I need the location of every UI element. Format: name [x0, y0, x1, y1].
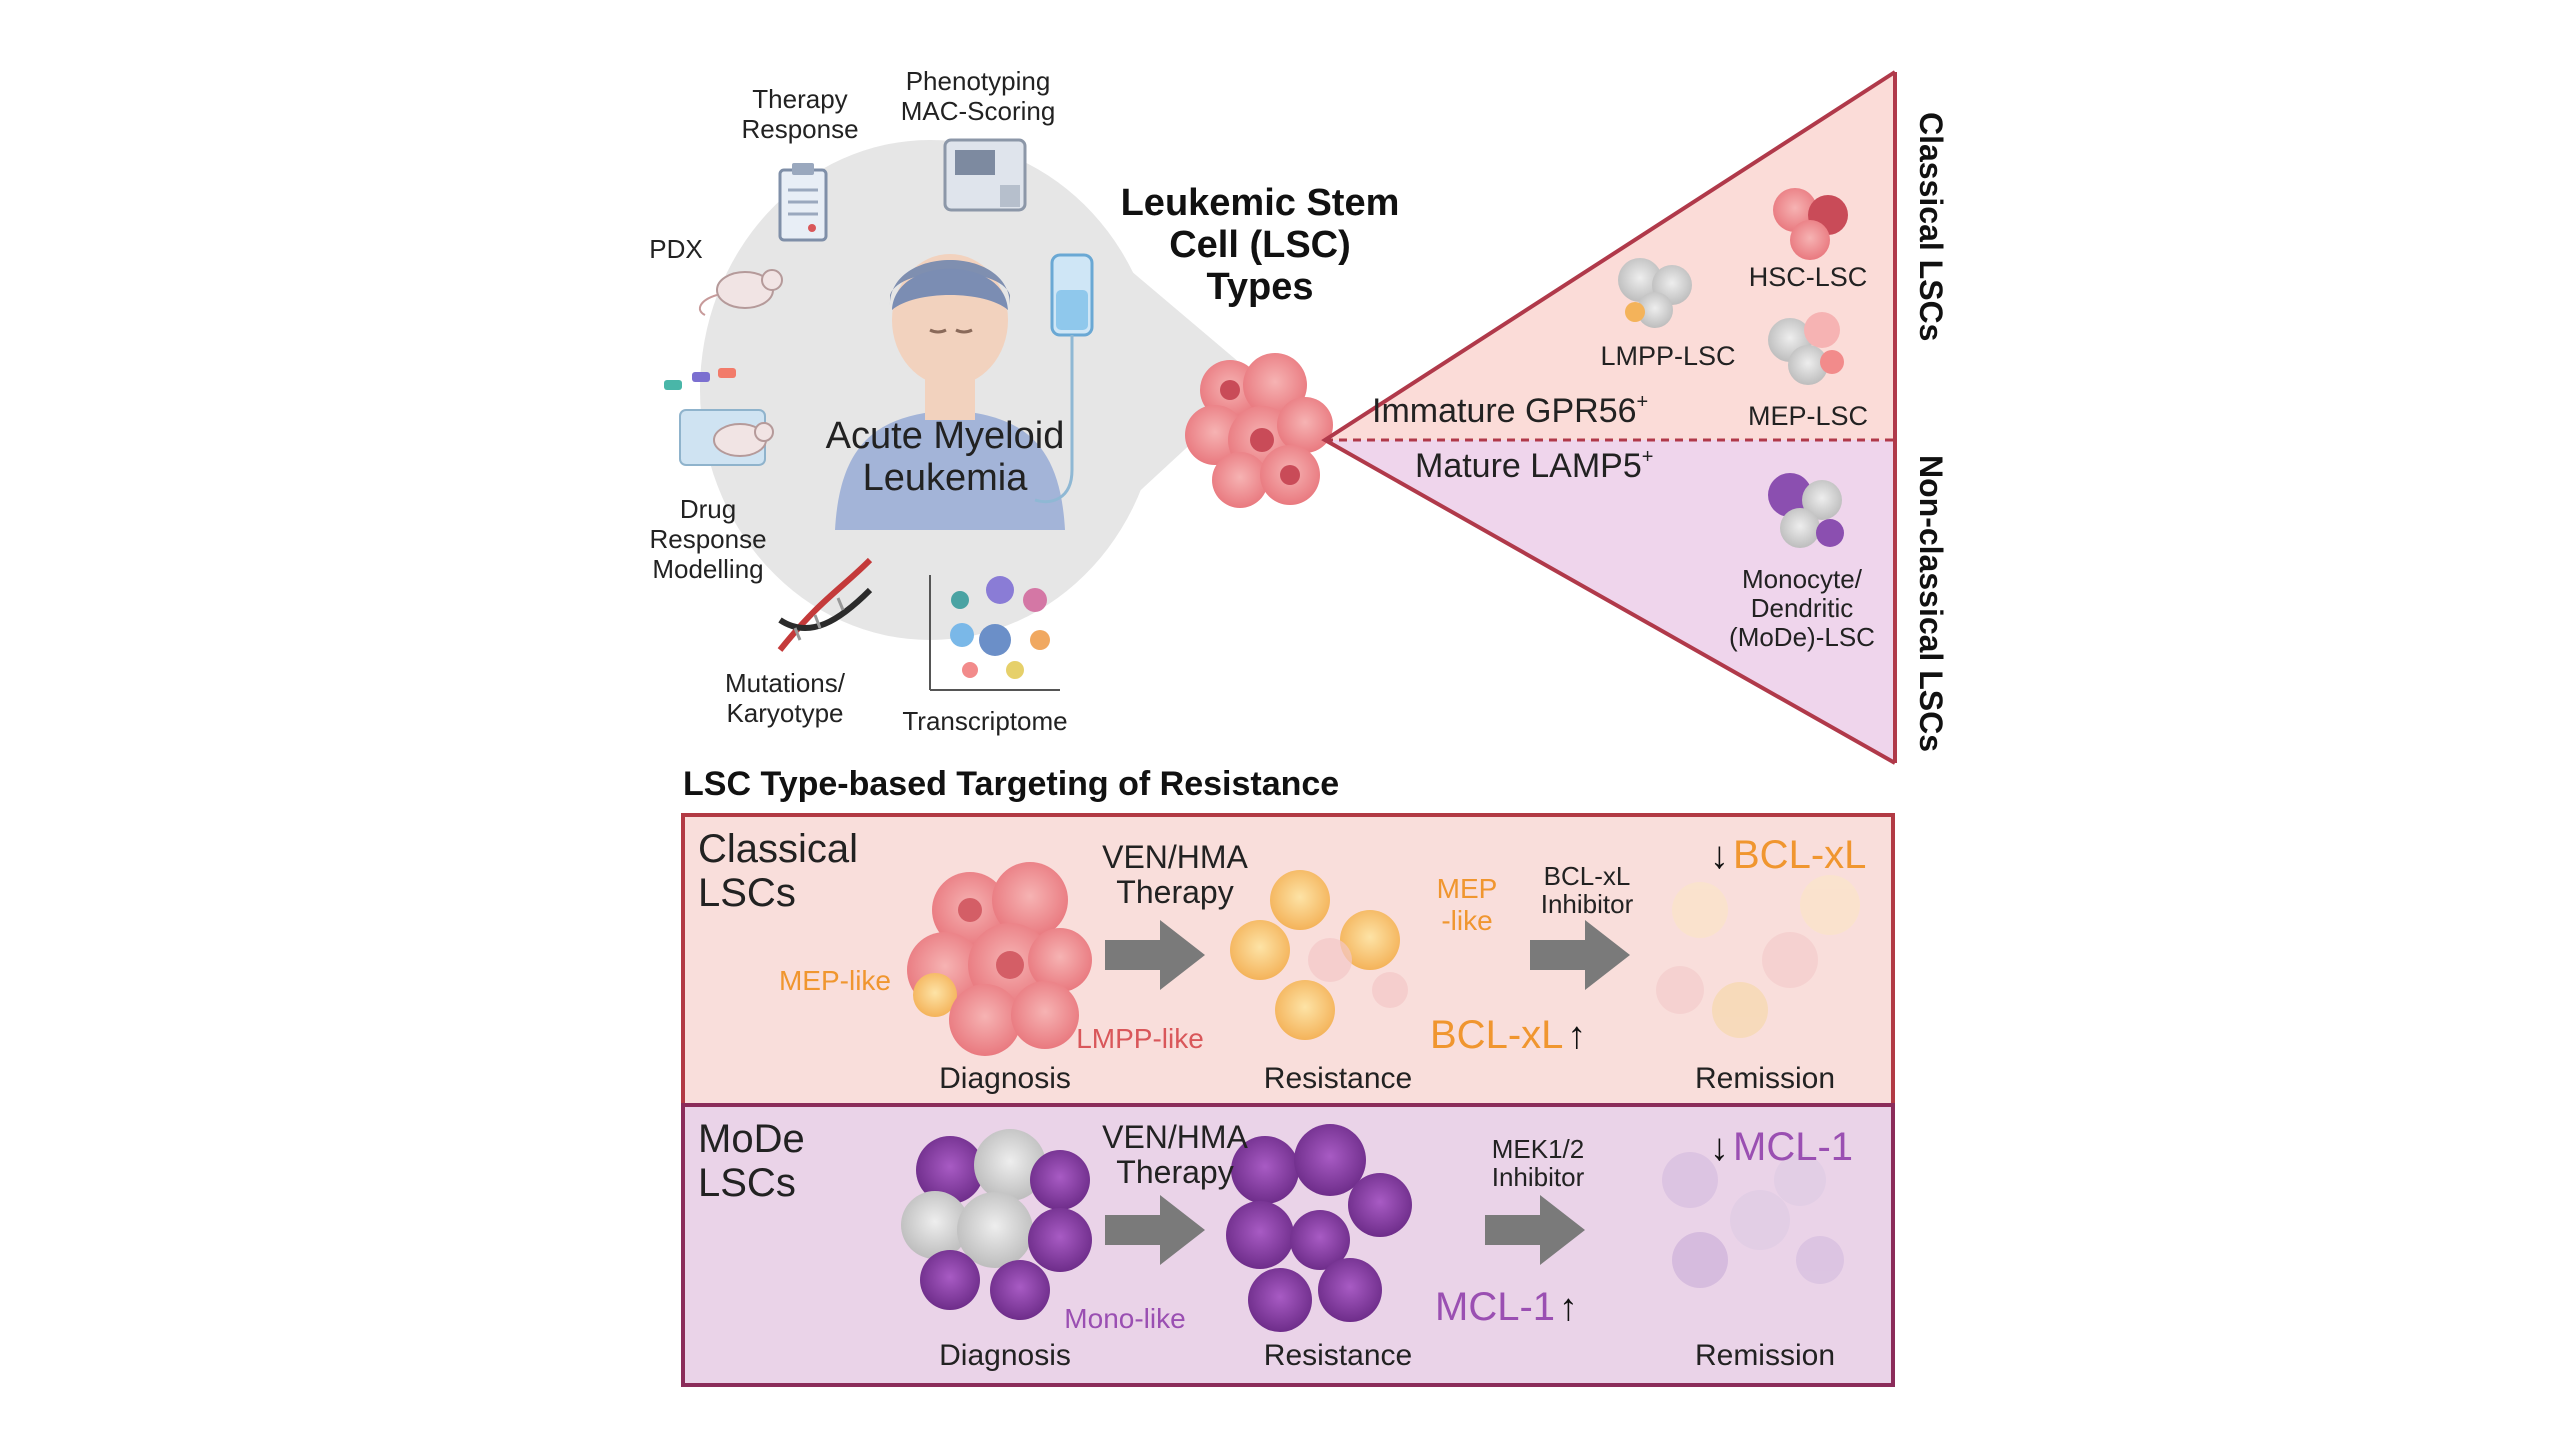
disease-label-1: Acute Myeloid [826, 415, 1065, 457]
mode-resistance-label: Resistance [1264, 1339, 1412, 1372]
mcl1-down-text: MCL-1 [1733, 1125, 1853, 1169]
mode-inhibitor-2: Inhibitor [1492, 1162, 1585, 1192]
immature-text: Immature GPR56 [1372, 392, 1637, 430]
classical-therapy-arrow [1105, 920, 1205, 990]
pdx-label: PDX [649, 234, 702, 264]
section-title: LSC Type-based Targeting of Resistance [683, 765, 1339, 803]
classical-side-label: Classical LSCs [1913, 112, 1949, 341]
bcl-xl-down-text: BCL-xL [1733, 833, 1866, 877]
mode-therapy-2: Therapy [1116, 1154, 1233, 1190]
drug-response-label-2: Response [649, 524, 766, 554]
lsc-triangle [1321, 70, 1897, 765]
mode-marker-down: ↓MCL-1 [1710, 1125, 1853, 1169]
lsc-cluster [1185, 353, 1333, 508]
phenotyping-label-2: MAC-Scoring [901, 96, 1056, 126]
clipboard-icon [778, 163, 828, 242]
classical-inhibitor-arrow [1530, 920, 1630, 990]
mode-therapy-arrow [1105, 1195, 1205, 1265]
mode-lsc-label-3: (MoDe)-LSC [1729, 622, 1875, 652]
classical-therapy-2: Therapy [1116, 874, 1233, 910]
mode-marker-up: MCL-1↑ [1435, 1285, 1578, 1329]
classical-panel-label-2: LSCs [698, 871, 796, 915]
mode-inhibitor-arrow [1485, 1195, 1585, 1265]
lsc-title-3: Types [1206, 266, 1313, 308]
classical-resistance-cells [1230, 870, 1408, 1040]
down-arrow-icon: ↓ [1710, 835, 1729, 877]
mep-lsc-cells [1768, 312, 1844, 385]
mature-sup: + [1642, 446, 1654, 468]
mode-lsc-cells [1768, 473, 1844, 548]
lmpp-lsc-cells [1618, 258, 1692, 328]
mature-label: Mature LAMP5+ [1415, 446, 1653, 485]
mode-panel-label-2: LSCs [698, 1161, 796, 1205]
lsc-title-2: Cell (LSC) [1169, 224, 1351, 266]
phenotyping-label-1: Phenotyping [906, 66, 1051, 96]
classical-remission-label: Remission [1695, 1062, 1835, 1095]
bcl-xl-up-text: BCL-xL [1430, 1013, 1563, 1057]
classical-remission-cells [1656, 875, 1860, 1038]
patient-illustration [835, 254, 1065, 530]
up-arrow-icon: ↑ [1567, 1015, 1586, 1057]
mode-panel-label-1: MoDe [698, 1117, 805, 1161]
mode-resistance-cells [1226, 1124, 1412, 1332]
classical-panel-label-1: Classical [698, 827, 858, 871]
mode-remission-label: Remission [1695, 1339, 1835, 1372]
immature-sup: + [1637, 391, 1649, 413]
classical-inhibitor-2: Inhibitor [1541, 889, 1634, 919]
down-arrow-icon: ↓ [1710, 1127, 1729, 1169]
drug-modelling-icon [664, 368, 774, 466]
mcl1-up-text: MCL-1 [1435, 1285, 1555, 1329]
mode-lsc-label-2: Dendritic [1751, 593, 1854, 623]
drug-response-label-3: Modelling [652, 554, 763, 584]
immature-label: Immature GPR56+ [1372, 391, 1648, 430]
classical-marker-down: ↓BCL-xL [1710, 833, 1866, 877]
classical-therapy-1: VEN/HMA [1102, 839, 1248, 875]
transcriptome-label: Transcriptome [902, 706, 1067, 736]
lsc-title-1: Leukemic Stem [1121, 182, 1400, 224]
mode-therapy-1: VEN/HMA [1102, 1119, 1248, 1155]
classical-mep-like-res-2: -like [1441, 905, 1492, 936]
mode-diagnosis-label: Diagnosis [939, 1339, 1071, 1372]
classical-marker-up: BCL-xL↑ [1430, 1013, 1586, 1057]
mode-remission-cells [1662, 1152, 1844, 1288]
transcriptome-plot-icon [929, 575, 1060, 691]
mutations-label-2: Karyotype [726, 698, 843, 728]
hsc-lsc-cells [1773, 188, 1848, 260]
mode-mono-like-label: Mono-like [1064, 1303, 1185, 1334]
hsc-lsc-label: HSC-LSC [1749, 262, 1868, 292]
cytometer-icon [943, 138, 1027, 212]
classical-lmpp-like-label: LMPP-like [1076, 1023, 1204, 1054]
classical-inhibitor-1: BCL-xL [1544, 861, 1631, 891]
mode-inhibitor-1: MEK1/2 [1492, 1134, 1585, 1164]
pdx-mouse-icon [698, 269, 783, 316]
dna-icon [777, 557, 873, 652]
classical-resistance-label: Resistance [1264, 1062, 1412, 1095]
classical-diagnosis-label: Diagnosis [939, 1062, 1071, 1095]
mutations-label-1: Mutations/ [725, 668, 846, 698]
up-arrow-icon: ↑ [1559, 1287, 1578, 1329]
classical-mep-like-res-1: MEP [1437, 873, 1498, 904]
classical-diagnosis-cells [907, 862, 1092, 1056]
disease-label-2: Leukemia [863, 457, 1029, 499]
lmpp-lsc-label: LMPP-LSC [1600, 341, 1735, 371]
iv-bag-icon [1034, 253, 1094, 504]
drug-response-label-1: Drug [680, 494, 736, 524]
mep-lsc-label: MEP-LSC [1748, 401, 1868, 431]
mature-text: Mature LAMP5 [1415, 447, 1642, 485]
classical-mep-like-label: MEP-like [779, 965, 891, 996]
mode-lsc-label-1: Monocyte/ [1742, 564, 1863, 594]
mode-diagnosis-cells [901, 1129, 1092, 1320]
nonclassical-side-label: Non-classical LSCs [1913, 455, 1949, 752]
therapy-response-label-2: Response [741, 114, 858, 144]
therapy-response-label-1: Therapy [752, 84, 847, 114]
